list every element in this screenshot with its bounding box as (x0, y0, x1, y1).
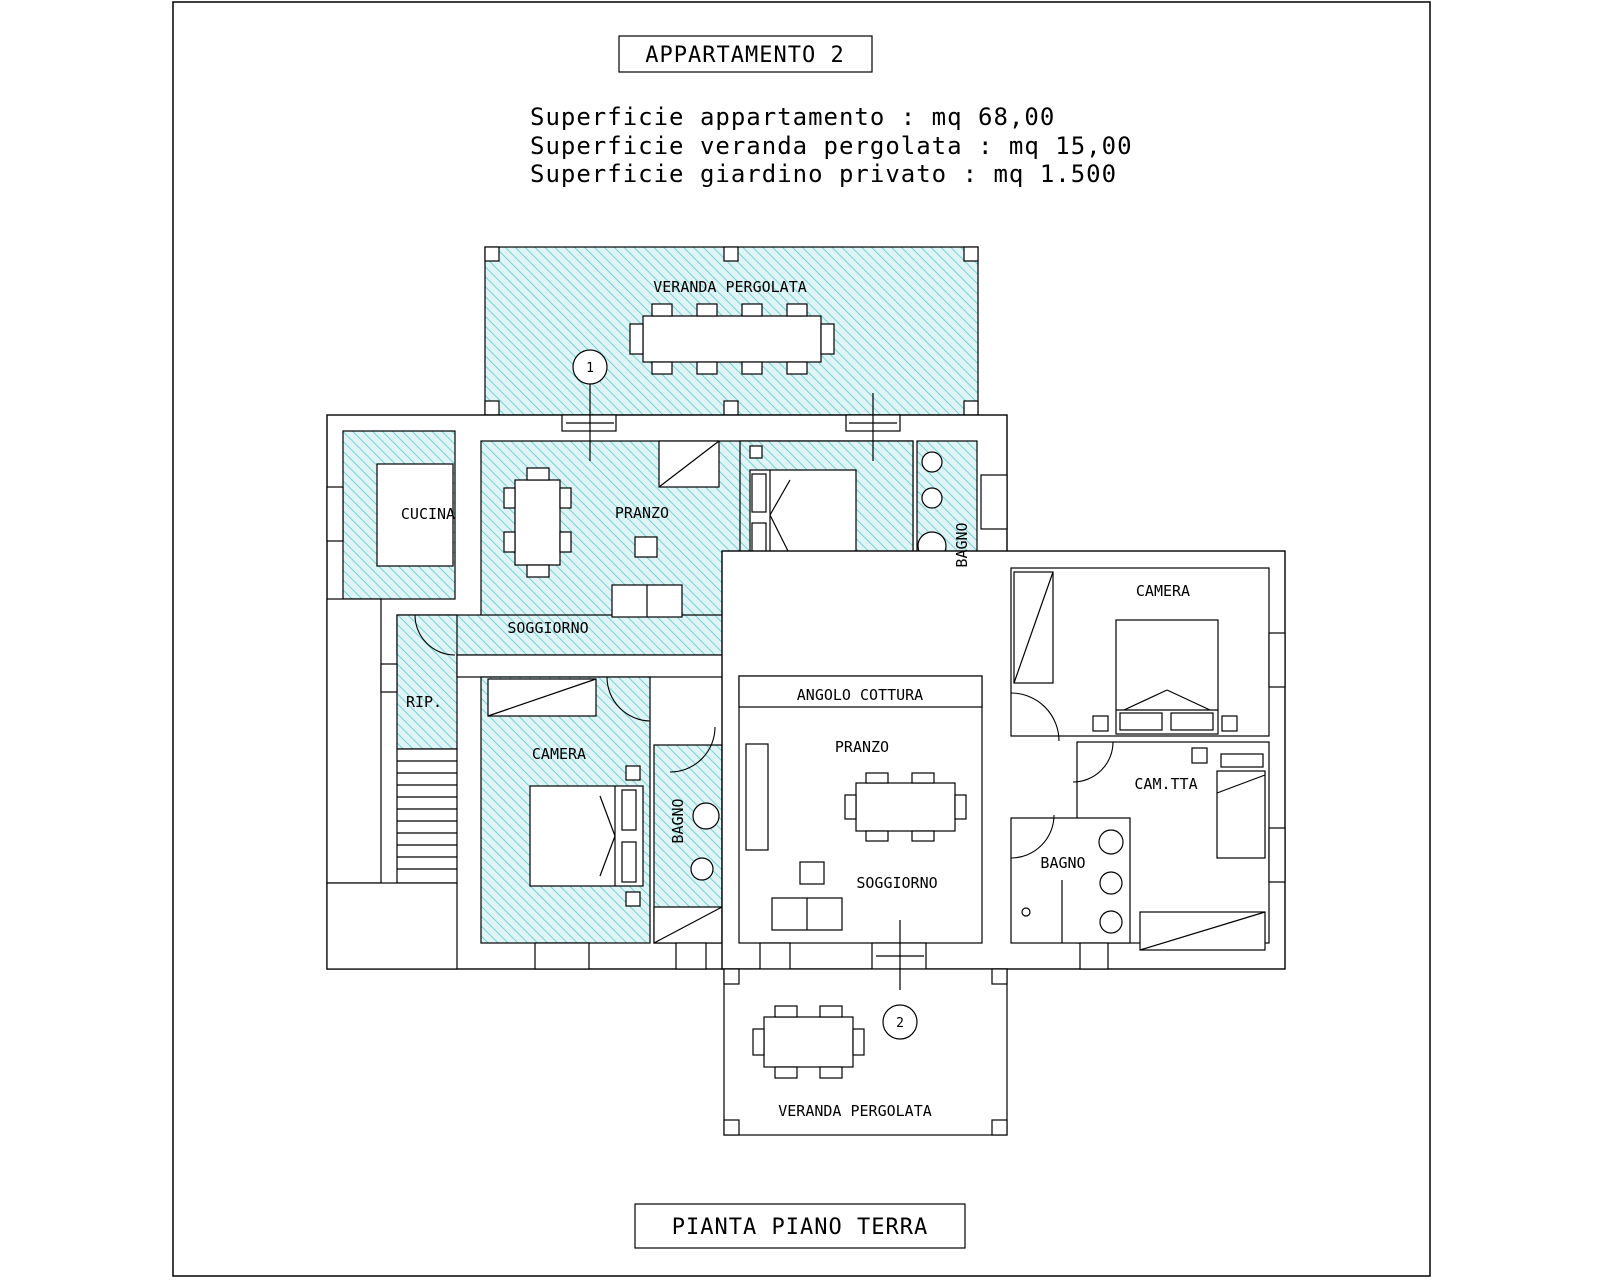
label-rip: RIP. (406, 693, 442, 711)
bed-camtta (1216, 770, 1266, 859)
label-soggiorno-a: SOGGIORNO (507, 619, 588, 637)
plan-title: APPARTAMENTO 2 (645, 43, 844, 68)
section-marker-1: 1 (566, 349, 897, 461)
label-cucina: CUCINA (401, 505, 455, 523)
windows (326, 414, 1286, 970)
svg-text:1: 1 (586, 361, 594, 376)
dining-table-pranzo-b (844, 772, 967, 842)
label-bagno-c: BAGNO (1040, 854, 1085, 872)
kitchen-counter-b (745, 743, 769, 851)
label-bagno-a: BAGNO (953, 522, 971, 567)
label-camera-b: CAMERA (1136, 582, 1190, 600)
label-veranda-bottom: VERANDA PERGOLATA (778, 1102, 932, 1120)
area-veranda: Superficie veranda pergolata : mq 15,00 (530, 132, 1133, 160)
label-angolo-cottura: ANGOLO COTTURA (797, 686, 923, 704)
label-camtta: CAM.TTA (1134, 775, 1197, 793)
area-apartment: Superficie appartamento : mq 68,00 (530, 103, 1055, 131)
right-unit (721, 550, 1286, 970)
coffee-table-a (634, 536, 658, 558)
label-bagno-b: BAGNO (669, 798, 687, 843)
svg-text:2: 2 (896, 1016, 904, 1031)
label-soggiorno-b: SOGGIORNO (856, 874, 937, 892)
bed-top (749, 469, 857, 566)
label-pranzo-a: PRANZO (615, 504, 669, 522)
footer-title-box (634, 1203, 966, 1249)
coffee-table-b (799, 861, 825, 885)
label-pranzo-b: PRANZO (835, 738, 889, 756)
veranda-top: VERANDA PERGOLATA (484, 246, 979, 416)
area-garden: Superficie giardino privato : mq 1.500 (530, 160, 1117, 188)
section-marker-2: 2 (876, 920, 924, 1040)
footer-title: PIANTA PIANO TERRA (672, 1215, 928, 1240)
label-camera-a: CAMERA (532, 745, 586, 763)
veranda-bottom: VERANDA PERGOLATA (723, 968, 1008, 1136)
dining-table-veranda-top (629, 303, 835, 375)
kitchen-counter (376, 463, 454, 567)
staircase (396, 748, 458, 884)
dining-table-pranzo-a (503, 467, 572, 578)
dining-table-veranda-bottom (752, 1005, 865, 1079)
title-box (618, 35, 873, 73)
label-veranda-top: VERANDA PERGOLATA (653, 278, 807, 296)
